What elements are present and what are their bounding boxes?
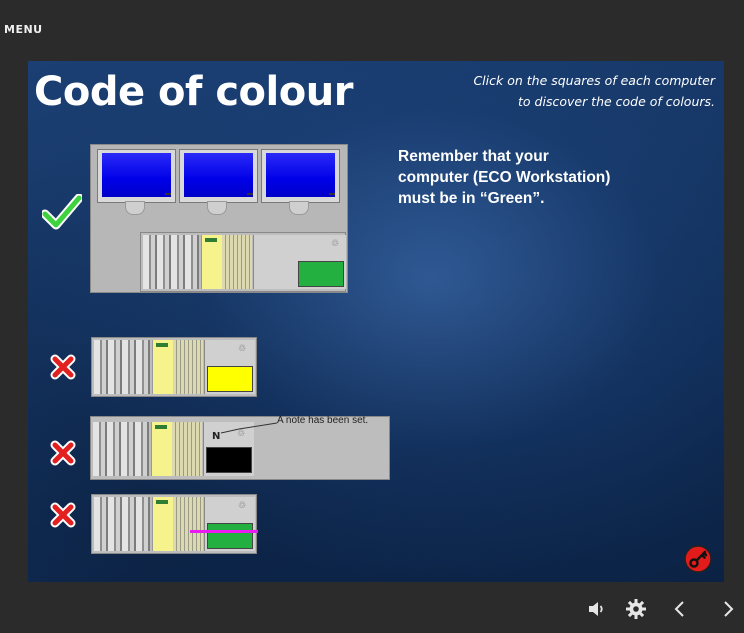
- instruction-text: Click on the squares of each computer to…: [415, 70, 715, 112]
- remember-line-1: Remember that your: [398, 148, 549, 165]
- x-icon: [50, 502, 76, 528]
- top-bar: MENU: [0, 0, 744, 60]
- x-icon: [50, 440, 76, 466]
- highlight-line: [190, 530, 258, 533]
- next-icon[interactable]: [716, 597, 740, 621]
- monitor: [179, 149, 258, 215]
- status-square-yellow[interactable]: [207, 366, 253, 392]
- menu-button[interactable]: MENU: [4, 23, 43, 36]
- x-icon: [50, 354, 76, 380]
- volume-icon[interactable]: [585, 597, 609, 621]
- computer-rack: ♲: [91, 337, 257, 397]
- remember-text: Remember that your computer (ECO Worksta…: [398, 146, 688, 209]
- computer-rack: ♲: [140, 232, 346, 292]
- computer-rack: ♲: [91, 494, 257, 554]
- check-icon: [42, 194, 82, 230]
- note-marker: N: [212, 431, 221, 442]
- recycle-icon: ♲: [237, 429, 246, 439]
- remember-line-3: must be in “Green”.: [398, 190, 545, 207]
- previous-icon[interactable]: [668, 597, 692, 621]
- monitor: [97, 149, 176, 215]
- monitor: [261, 149, 340, 215]
- status-square-green[interactable]: [207, 523, 253, 549]
- status-square-green[interactable]: [298, 261, 344, 287]
- instruction-line-2: to discover the code of colours.: [518, 94, 715, 109]
- instruction-line-1: Click on the squares of each computer: [473, 73, 715, 88]
- recycle-icon: ♲: [238, 344, 247, 354]
- slide: Code of colour Click on the squares of e…: [28, 61, 724, 582]
- recycle-icon: ♲: [331, 239, 340, 249]
- eco-workstation: ♲: [90, 144, 348, 293]
- note-text: A note has been set.: [277, 415, 369, 426]
- settings-icon[interactable]: [624, 597, 648, 621]
- key-icon[interactable]: [684, 543, 714, 573]
- remember-line-2: computer (ECO Workstation): [398, 169, 611, 186]
- computer-rack: N ♲ A note has been set.: [90, 415, 390, 480]
- note-pointer: [220, 422, 278, 434]
- slide-title: Code of colour: [34, 69, 353, 115]
- status-square-black[interactable]: [206, 447, 252, 473]
- player-controls: [0, 597, 744, 633]
- recycle-icon: ♲: [238, 501, 247, 511]
